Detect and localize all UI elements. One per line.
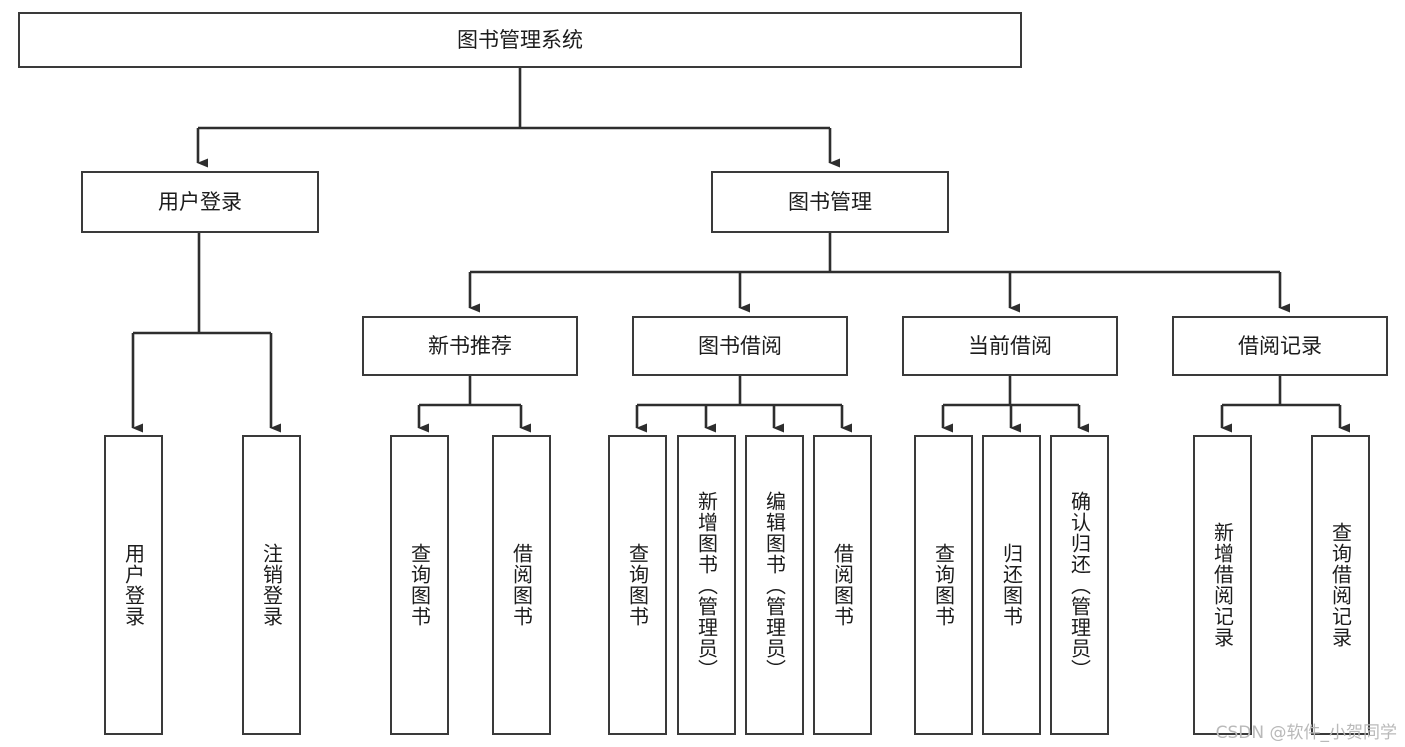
leaf-bb-edit-book-admin[interactable]: 编辑图书（管理员） xyxy=(745,435,804,735)
node-label: 借阅记录 xyxy=(1238,333,1322,358)
node-user-login[interactable]: 用户登录 xyxy=(81,171,319,233)
node-label: 注销登录 xyxy=(259,543,284,627)
node-root-system[interactable]: 图书管理系统 xyxy=(18,12,1022,68)
leaf-br-query-record[interactable]: 查询借阅记录 xyxy=(1311,435,1370,735)
node-label: 图书借阅 xyxy=(698,333,782,358)
node-label: 查询图书 xyxy=(625,543,650,627)
leaf-bb-query-book[interactable]: 查询图书 xyxy=(608,435,667,735)
leaf-br-add-record[interactable]: 新增借阅记录 xyxy=(1193,435,1252,735)
leaf-bb-borrow-book[interactable]: 借阅图书 xyxy=(813,435,872,735)
node-label: 编辑图书（管理员） xyxy=(762,490,787,680)
node-label: 查询图书 xyxy=(407,543,432,627)
node-label: 新书推荐 xyxy=(428,333,512,358)
node-label: 图书管理系统 xyxy=(457,27,583,52)
node-book-management[interactable]: 图书管理 xyxy=(711,171,949,233)
leaf-cb-confirm-return-admin[interactable]: 确认归还（管理员） xyxy=(1050,435,1109,735)
node-label: 查询图书 xyxy=(931,543,956,627)
node-new-book-recommend[interactable]: 新书推荐 xyxy=(362,316,578,376)
node-label: 当前借阅 xyxy=(968,333,1052,358)
node-label: 新增借阅记录 xyxy=(1210,522,1235,648)
node-label: 图书管理 xyxy=(788,189,872,214)
node-label: 确认归还（管理员） xyxy=(1067,490,1092,680)
leaf-cb-return-book[interactable]: 归还图书 xyxy=(982,435,1041,735)
leaf-user-login[interactable]: 用户登录 xyxy=(104,435,163,735)
leaf-cb-query-book[interactable]: 查询图书 xyxy=(914,435,973,735)
leaf-nb-query-book[interactable]: 查询图书 xyxy=(390,435,449,735)
node-label: 用户登录 xyxy=(121,543,146,627)
node-label: 借阅图书 xyxy=(509,543,534,627)
node-current-borrow[interactable]: 当前借阅 xyxy=(902,316,1118,376)
leaf-nb-borrow-book[interactable]: 借阅图书 xyxy=(492,435,551,735)
node-borrow-record[interactable]: 借阅记录 xyxy=(1172,316,1388,376)
node-label: 新增图书（管理员） xyxy=(694,490,719,680)
node-label: 借阅图书 xyxy=(830,543,855,627)
leaf-bb-add-book-admin[interactable]: 新增图书（管理员） xyxy=(677,435,736,735)
node-label: 归还图书 xyxy=(999,543,1024,627)
node-book-borrow[interactable]: 图书借阅 xyxy=(632,316,848,376)
node-label: 查询借阅记录 xyxy=(1328,522,1353,648)
leaf-logout-login[interactable]: 注销登录 xyxy=(242,435,301,735)
node-label: 用户登录 xyxy=(158,189,242,214)
